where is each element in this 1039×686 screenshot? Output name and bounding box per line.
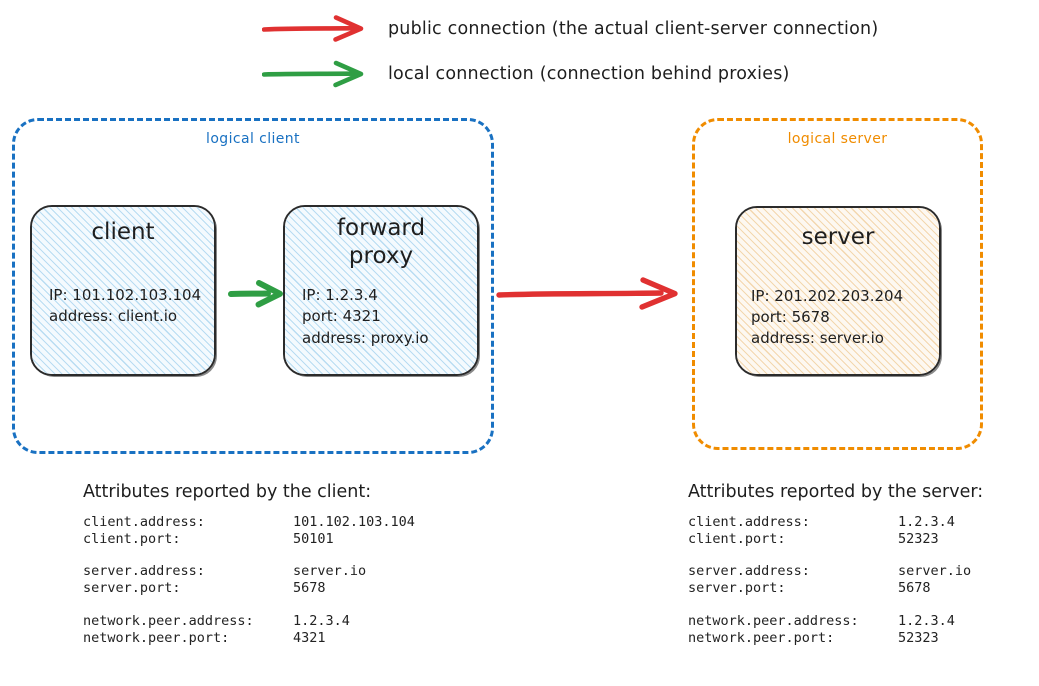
attributes-server-title: Attributes reported by the server: [688, 482, 984, 502]
attributes-panel-server: Attributes reported by the server: clien… [688, 482, 983, 647]
attr-value: 1.2.3.4 [898, 612, 955, 629]
attr-key: server.port: [83, 580, 181, 597]
connector-client-to-proxy [228, 280, 283, 308]
group-label-logical-client: logical client [200, 131, 306, 147]
attr-key: server.address: [688, 563, 810, 580]
table-row: client.address: 1.2.3.4 [688, 514, 971, 531]
legend-label-public-connection: public connection (the actual client-ser… [388, 19, 879, 39]
attr-value: 101.102.103.104 [293, 514, 415, 530]
node-server-ip: IP: 201.202.203.204 [751, 286, 904, 305]
table-row: network.peer.port: 4321 [83, 630, 415, 647]
table-row: network.peer.address: 1.2.3.4 [83, 613, 415, 630]
attr-value: 4321 [293, 629, 326, 646]
attributes-client-title: Attributes reported by the client: [83, 482, 372, 502]
arrow-right-icon [262, 60, 364, 88]
table-row: server.address: server.io [83, 563, 415, 580]
group-logical-client: logical client [12, 118, 494, 454]
node-forward-proxy-address: address: proxy.io [302, 328, 429, 347]
attr-value: 5678 [293, 580, 326, 597]
attr-key: server.port: [688, 580, 786, 597]
group-logical-server: logical server [692, 118, 983, 450]
table-row: client.address: 101.102.103.104 [83, 514, 415, 531]
node-forward-proxy-title-line1: forward [336, 215, 426, 241]
attr-key: network.peer.port: [688, 629, 835, 646]
table-row: server.port: 5678 [83, 580, 415, 597]
node-forward-proxy-port: port: 4321 [302, 307, 381, 326]
node-server-details: IP: 201.202.203.204 port: 5678 address: … [737, 286, 939, 350]
attr-value: 1.2.3.4 [898, 514, 955, 530]
attr-key: network.peer.address: [83, 612, 254, 629]
table-spacer [688, 548, 971, 563]
node-server-title: server [801, 224, 875, 250]
attr-value: 50101 [293, 531, 334, 548]
attr-value: server.io [293, 563, 367, 580]
attr-value: server.io [898, 563, 972, 580]
attr-key: network.peer.address: [688, 612, 859, 629]
table-row: client.port: 52323 [688, 531, 971, 548]
attr-key: client.port: [688, 531, 786, 548]
node-client: client IP: 101.102.103.104 address: clie… [30, 205, 216, 376]
node-server-address: address: server.io [751, 329, 884, 348]
attr-key: client.address: [688, 514, 810, 530]
table-row: client.port: 50101 [83, 531, 415, 548]
node-client-details: IP: 101.102.103.104 address: client.io [32, 285, 214, 328]
attr-key: client.address: [83, 514, 205, 530]
table-spacer [688, 598, 971, 613]
attr-value: 52323 [898, 531, 939, 548]
node-forward-proxy-details: IP: 1.2.3.4 port: 4321 address: proxy.io [285, 285, 477, 349]
connector-proxy-to-server [496, 277, 678, 310]
table-row: network.peer.port: 52323 [688, 630, 971, 647]
legend-item-local-connection: local connection (connection behind prox… [262, 59, 790, 89]
node-forward-proxy: forward proxy IP: 1.2.3.4 port: 4321 add… [283, 205, 479, 376]
table-row: network.peer.address: 1.2.3.4 [688, 613, 971, 630]
attributes-server-table: client.address: 1.2.3.4 client.port: 523… [688, 514, 971, 647]
table-spacer [83, 548, 415, 563]
attributes-client-table: client.address: 101.102.103.104 client.p… [83, 514, 415, 647]
attr-value: 5678 [898, 580, 931, 597]
attr-key: server.address: [83, 563, 205, 580]
node-server-port: port: 5678 [751, 307, 830, 326]
legend-item-public-connection: public connection (the actual client-ser… [262, 14, 878, 44]
group-label-logical-server: logical server [781, 131, 894, 147]
legend-label-local-connection: local connection (connection behind prox… [388, 64, 790, 84]
node-client-title: client [91, 219, 155, 245]
attr-key: network.peer.port: [83, 629, 230, 646]
node-forward-proxy-ip: IP: 1.2.3.4 [302, 286, 378, 305]
attr-key: client.port: [83, 531, 181, 548]
node-server: server IP: 201.202.203.204 port: 5678 ad… [735, 206, 941, 376]
attr-value: 1.2.3.4 [293, 612, 350, 629]
arrow-right-icon [262, 15, 364, 42]
attributes-panel-client: Attributes reported by the client: clien… [83, 482, 415, 647]
table-row: server.address: server.io [688, 563, 971, 580]
table-spacer [83, 598, 415, 613]
node-forward-proxy-title-line2: proxy [348, 242, 414, 269]
node-forward-proxy-title: forward proxy [337, 215, 425, 270]
node-client-address: address: client.io [49, 306, 178, 325]
attr-value: 52323 [898, 629, 939, 646]
node-client-ip: IP: 101.102.103.104 [49, 285, 202, 304]
table-row: server.port: 5678 [688, 580, 971, 597]
